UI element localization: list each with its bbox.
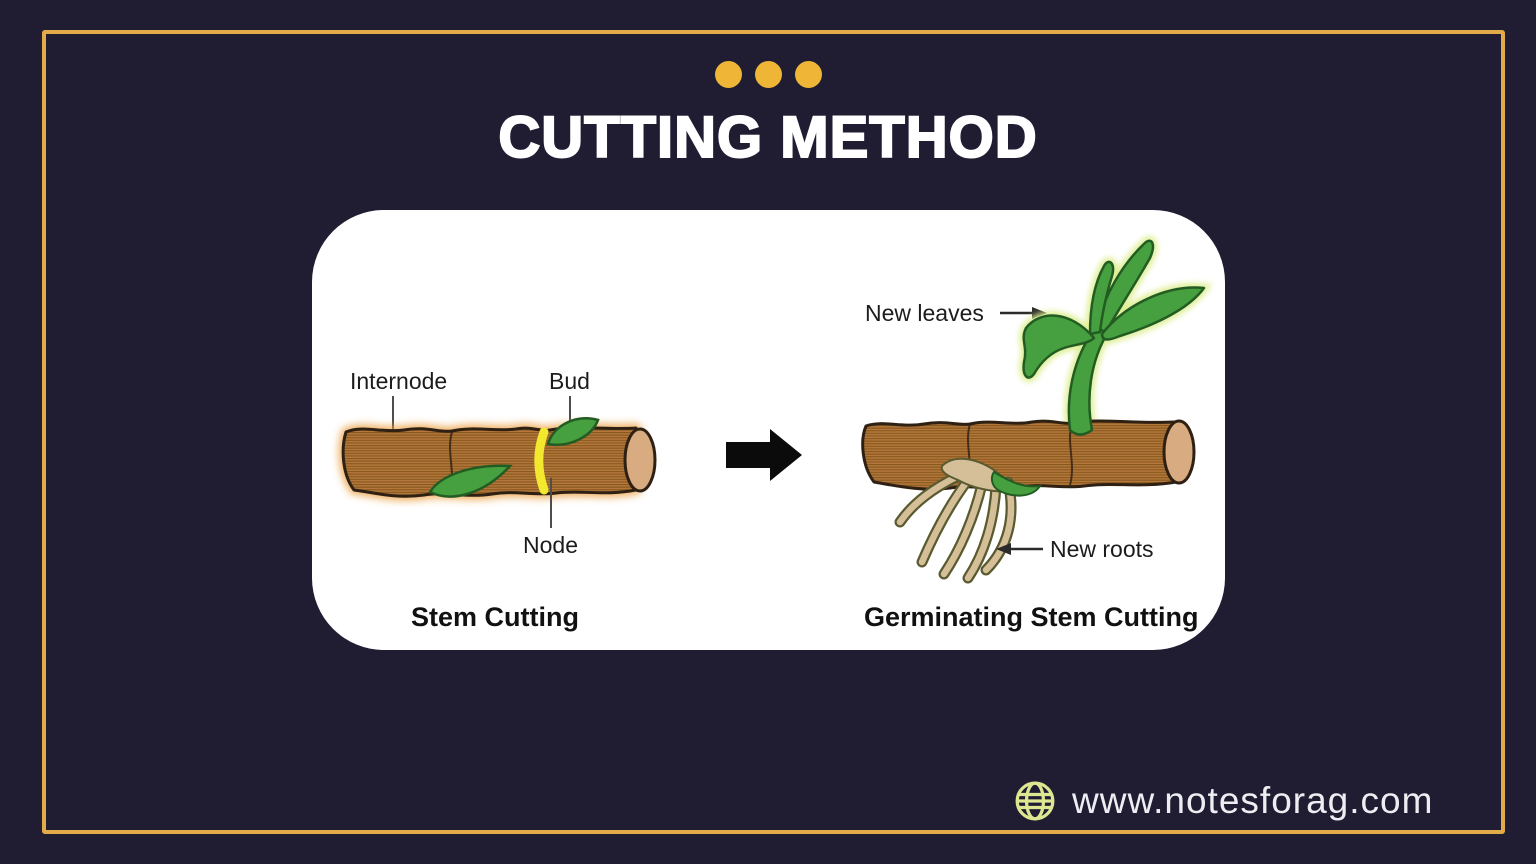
arrow-left-icon [996,543,1043,555]
page-title: CUTTING METHOD [497,105,1038,171]
internode-leader-line [392,396,394,454]
germinating-stem-illustration [861,236,1213,584]
new-leaves-label: New leaves [865,300,984,326]
decoration-dot [714,61,742,88]
germinating-stem-cutting-caption: Germinating Stem Cutting [864,602,1199,632]
bud-leader-line [569,396,571,430]
footer-brand: www.notesforag.com [1012,778,1433,824]
website-text: www.notesforag.com [1072,780,1434,821]
new-roots-label: New roots [1050,536,1154,562]
decoration-dots [0,61,1536,88]
node-band [534,427,549,495]
right-arrow-icon [726,429,802,481]
internode-label: Internode [350,368,448,394]
stem-cutting-illustration [338,417,657,501]
new-leaves [1022,239,1206,436]
decoration-dot [794,61,822,88]
stem-cutting-caption: Stem Cutting [411,602,579,632]
decoration-dot [754,61,782,88]
globe-icon [1015,781,1055,821]
gold-border-frame [42,30,1505,834]
bud-leaf [428,464,513,498]
bud-leaf [546,417,600,447]
node-label: Node [523,532,578,558]
diagram-card: Internode Bud N [312,210,1225,650]
node-leader-line [550,478,552,528]
bud-label: Bud [549,368,590,394]
